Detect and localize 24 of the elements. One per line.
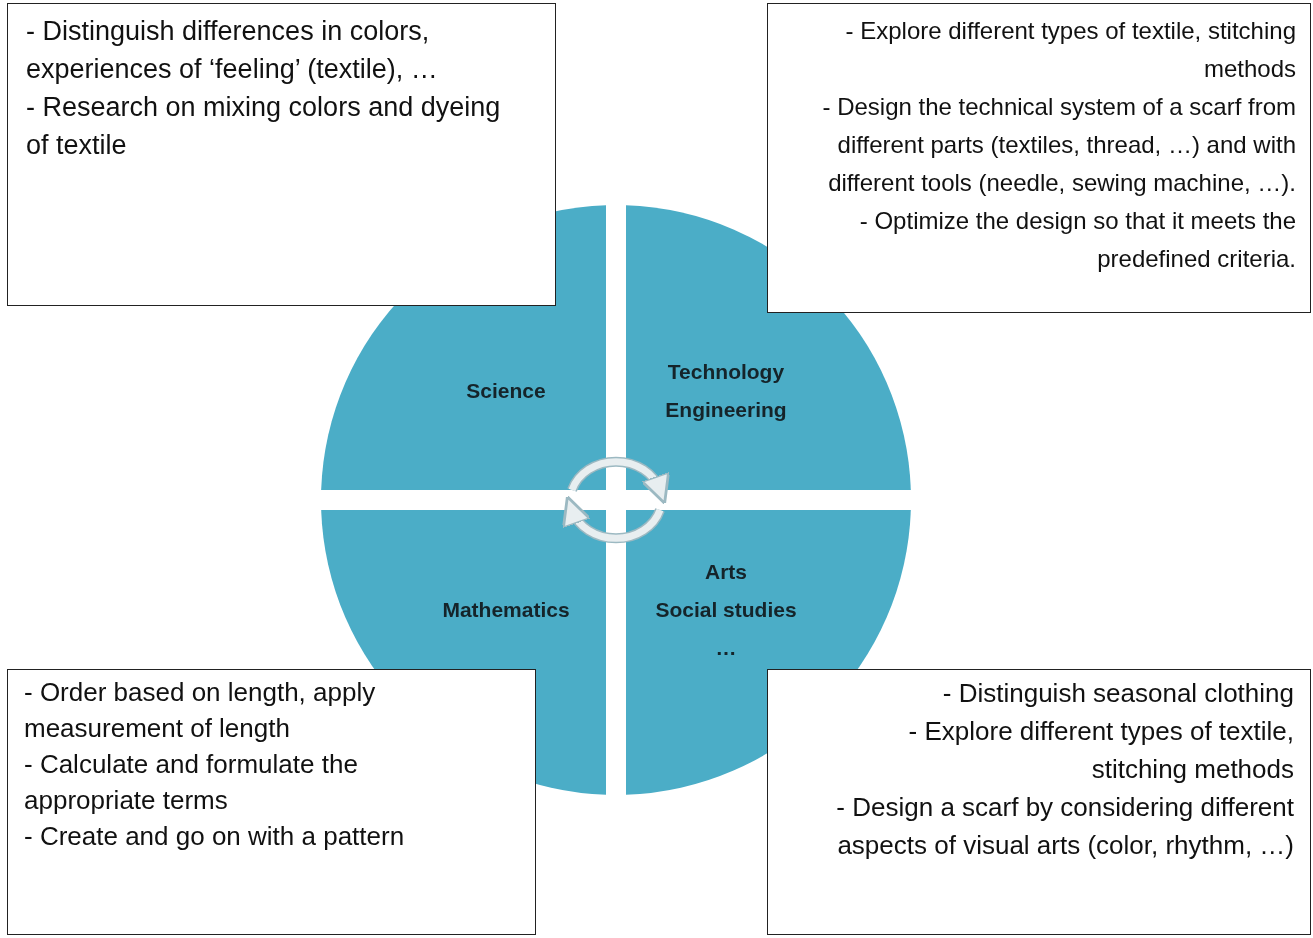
- quadrant-label: Science: [466, 378, 546, 404]
- quadrant-label: Arts: [705, 559, 747, 585]
- quadrant-label: Social studies: [655, 597, 797, 623]
- bullet-text: - Explore different types of textile, stitching methods: [844, 16, 1296, 84]
- curved-arrow: [563, 495, 665, 544]
- quadrant-label: Engineering: [665, 397, 787, 423]
- bullet-text: - Distinguish differences in colors, experiences of ‘feeling’ (textile), …: [26, 15, 439, 86]
- quadrant-label: Mathematics: [442, 597, 570, 623]
- bullet-text: - Create and go on with a pattern: [24, 820, 406, 853]
- text-box: [767, 669, 1311, 935]
- quadrant-label: …: [715, 635, 737, 661]
- text-box: [767, 3, 1311, 313]
- quadrant-label: Technology: [667, 359, 785, 385]
- bullet-text: - Design the technical system of a scarf from different parts (textiles, thread, …) and with different tools (needle, sewing machine, …).: [821, 92, 1296, 198]
- curved-arrow: [567, 456, 669, 505]
- text-box: [7, 669, 536, 935]
- bullet-text: - Design a scarf by considering different aspects of visual arts (color, rhythm, …): [835, 791, 1294, 862]
- bullet-text: - Distinguish seasonal clothing: [941, 677, 1294, 710]
- bullet-text: - Calculate and formulate the appropriate terms: [24, 748, 359, 817]
- bullet-text: - Research on mixing colors and dyeing of textile: [26, 91, 502, 162]
- bullet-text: - Order based on length, apply measurement of length: [24, 676, 377, 745]
- text-box: [7, 3, 556, 306]
- bullet-text: - Explore different types of textile, stitching methods: [907, 715, 1294, 786]
- bullet-text: - Optimize the design so that it meets the predefined criteria.: [858, 206, 1296, 274]
